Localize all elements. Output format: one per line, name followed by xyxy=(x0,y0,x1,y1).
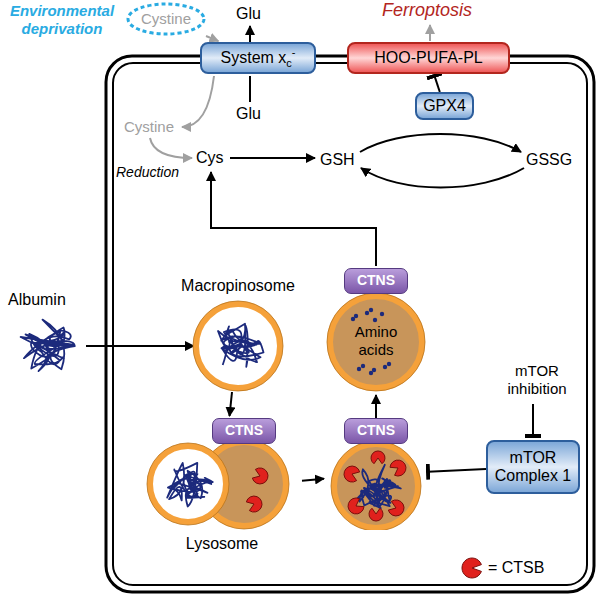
macropinosome-ring xyxy=(150,446,226,522)
reduction-arrow xyxy=(150,138,192,158)
connector xyxy=(428,469,486,472)
dashed-oval: Cystine xyxy=(126,2,206,36)
connector xyxy=(302,479,324,481)
ctsb-symbol xyxy=(390,460,406,476)
protein-box: mTOR Complex 1 xyxy=(486,440,580,494)
contents-label: Amino acids xyxy=(344,323,408,359)
text-label: GSH xyxy=(320,150,355,169)
transporter-box: CTNS xyxy=(344,268,408,294)
node-lysoA: CTNS Lysosome xyxy=(142,418,302,558)
dashed-oval-outline xyxy=(128,4,204,34)
text-label: Glu xyxy=(236,104,261,123)
efflux-arrow xyxy=(211,172,376,266)
text-label: Environmental deprivation xyxy=(0,2,124,38)
node-macro: Macropinosome xyxy=(170,276,306,392)
box-label: HOO-PUFA-PL xyxy=(374,49,482,67)
uptake-arrow xyxy=(86,345,194,347)
lysosome-ring xyxy=(334,444,418,528)
amino-acid-dot xyxy=(387,362,391,366)
amino-acid-dot xyxy=(361,364,365,368)
box-label: mTOR Complex 1 xyxy=(494,449,572,486)
ctsb-symbol xyxy=(246,496,262,512)
amino-acid-dot xyxy=(383,365,387,369)
lysosome-ring xyxy=(330,296,422,388)
macropinosome-ring xyxy=(196,304,280,388)
macropinosome-ring-edge xyxy=(193,301,283,391)
cystine-import-arrow xyxy=(182,76,214,127)
box-text: c xyxy=(286,57,292,69)
connector xyxy=(206,36,218,41)
box-text: Cystine xyxy=(141,10,191,27)
legend-text: = CTSB xyxy=(488,558,544,577)
ferroptosis-arrow xyxy=(429,25,431,41)
amino-acid-dot xyxy=(365,311,369,315)
organelle-label: Lysosome xyxy=(142,534,302,554)
text-label: Reduction xyxy=(116,164,179,181)
text-label: mTOR inhibition xyxy=(492,362,582,398)
albumin-scribble xyxy=(167,463,213,507)
albumin-illustration xyxy=(21,320,75,371)
albumin-scribble xyxy=(21,320,75,371)
glu-export-arrow xyxy=(249,26,251,42)
protein-box: System xc- xyxy=(200,42,316,74)
glu-line xyxy=(249,76,251,102)
lipid-peroxide-box: HOO-PUFA-PL xyxy=(347,42,510,74)
text-label: Ferroptosis xyxy=(382,0,472,22)
ctsb-symbol xyxy=(369,508,383,521)
transporter-box: CTNS xyxy=(344,418,408,444)
reduction-arc xyxy=(361,168,524,188)
cell-membrane-inner xyxy=(113,63,587,585)
lysosome-ring-edge xyxy=(327,293,425,391)
text-label: GSSG xyxy=(526,150,572,169)
box-label: Cystine xyxy=(141,10,191,28)
box-text: System x xyxy=(221,49,287,66)
text-label: Cystine xyxy=(124,118,174,136)
ctsb-symbol xyxy=(388,500,404,516)
amino-acid-dot xyxy=(357,367,361,371)
cell-membrane-outer xyxy=(106,56,594,592)
node-heading: Macropinosome xyxy=(170,276,306,296)
amino-acid-dot xyxy=(373,318,377,322)
protein-box: GPX4 xyxy=(415,92,474,120)
lysosome-ring-edge xyxy=(331,441,421,530)
macropinosome-ring-edge xyxy=(147,443,229,525)
synthesis-arrow xyxy=(230,157,315,159)
box-label: GPX4 xyxy=(423,97,466,115)
connector xyxy=(230,392,233,416)
box-text: GPX4 xyxy=(423,97,466,114)
text-label: Cys xyxy=(196,148,224,167)
amino-acid-dot xyxy=(380,312,384,316)
amino-acid-dot xyxy=(369,371,373,375)
node-lysoB: CTNS xyxy=(326,418,426,530)
inhibition-line xyxy=(532,404,534,436)
node-lysoC: CTNS Amino acids xyxy=(326,268,426,393)
ctsb-symbol xyxy=(252,468,268,484)
ctsb-symbol xyxy=(344,466,360,482)
box-text: mTOR Complex 1 xyxy=(495,449,571,484)
amino-acid-dot xyxy=(369,308,373,312)
box-text: - xyxy=(292,46,296,58)
ctsb-symbol xyxy=(371,451,385,464)
box-label: System xc- xyxy=(221,49,296,67)
text-label: Albumin xyxy=(8,290,66,309)
oxidation-arc xyxy=(360,134,521,152)
albumin-scribble xyxy=(218,324,264,367)
connector xyxy=(375,395,377,418)
connector xyxy=(435,76,440,92)
amino-acid-dot xyxy=(351,317,355,321)
transporter-box: CTNS xyxy=(212,418,276,444)
text-label: Glu xyxy=(236,4,261,23)
ctsb-symbol xyxy=(348,498,364,514)
ctsb-legend-symbol xyxy=(462,558,481,578)
box-text: HOO-PUFA-PL xyxy=(374,49,482,66)
